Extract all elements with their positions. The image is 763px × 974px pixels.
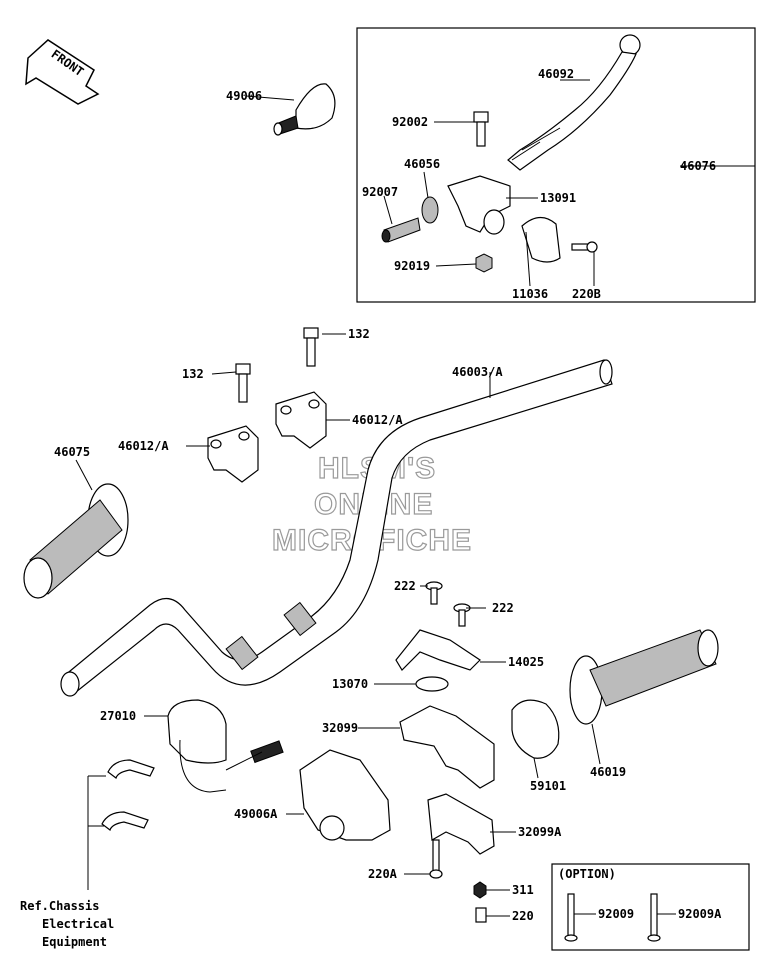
label-32099A: 32099A: [518, 825, 562, 839]
part-92002-bolt: [473, 111, 489, 147]
part-46003A-handlebar: [60, 359, 613, 697]
cable-ties: [87, 759, 155, 890]
label-59101: 59101: [530, 779, 566, 793]
label-222-right: 222: [492, 601, 514, 615]
part-46019-grip: [569, 629, 719, 725]
ref-note-line-1: Ref.Chassis: [20, 899, 99, 913]
label-46012A-right: 46012/A: [352, 413, 403, 427]
label-220: 220: [512, 909, 534, 923]
ref-note-line-3: Equipment: [42, 935, 107, 949]
part-132-left-bolt: [235, 363, 251, 403]
part-49006A-housing: [299, 749, 391, 841]
part-32099A-housing: [427, 793, 495, 855]
label-49006: 49006: [226, 89, 262, 103]
part-11036-clamp: [521, 216, 561, 263]
label-92002: 92002: [392, 115, 428, 129]
label-13091: 13091: [540, 191, 576, 205]
part-46056-wheel: [421, 196, 439, 224]
part-222-left-screw: [425, 581, 443, 605]
part-46092-lever: [507, 34, 641, 171]
label-27010: 27010: [100, 709, 136, 723]
part-92019-nut: [475, 253, 493, 273]
label-46012A-left: 46012/A: [118, 439, 169, 453]
label-11036: 11036: [512, 287, 548, 301]
part-132-right-bolt: [303, 327, 319, 367]
label-46019: 46019: [590, 765, 626, 779]
ref-note-line-2: Electrical: [42, 917, 114, 931]
lever-assembly-box: [356, 27, 756, 303]
front-arrow-icon: FRONT: [25, 39, 100, 105]
part-92009A-bolt: [647, 893, 661, 942]
label-92009: 92009: [598, 907, 634, 921]
label-46003A: 46003/A: [452, 365, 503, 379]
leader-lines: [75, 79, 755, 917]
part-14025-plate: [395, 629, 481, 671]
part-220B-screw: [571, 241, 598, 253]
label-46092: 46092: [538, 67, 574, 81]
label-46076: 46076: [680, 159, 716, 173]
part-92007-bolt: [381, 217, 421, 243]
label-220B: 220B: [572, 287, 601, 301]
label-46056: 46056: [404, 157, 440, 171]
part-49006-shape: [273, 83, 336, 136]
label-92019: 92019: [394, 259, 430, 273]
label-311: 311: [512, 883, 534, 897]
part-13070-clip: [415, 676, 449, 692]
part-46012A-right-clamp: [275, 391, 327, 449]
label-14025: 14025: [508, 655, 544, 669]
part-220A-bolt: [429, 839, 443, 879]
part-13091-bracket: [447, 175, 511, 235]
label-92009A: 92009A: [678, 907, 722, 921]
part-32099-housing: [399, 705, 495, 789]
part-59101-pulley: [511, 699, 560, 759]
label-32099: 32099: [322, 721, 358, 735]
part-220-screw: [475, 907, 487, 923]
label-222-left: 222: [394, 579, 416, 593]
label-132-left: 132: [182, 367, 204, 381]
part-92009-bolt: [564, 893, 578, 942]
label-132-top: 132: [348, 327, 370, 341]
label-92007: 92007: [362, 185, 398, 199]
label-13070: 13070: [332, 677, 368, 691]
label-49006A: 49006A: [234, 807, 278, 821]
part-46075-grip: [23, 483, 129, 599]
label-220A: 220A: [368, 867, 398, 881]
part-27010-switch: [167, 699, 284, 793]
label-46075: 46075: [54, 445, 90, 459]
part-46012A-left-clamp: [207, 425, 259, 483]
part-311-nut: [473, 881, 487, 899]
option-box: [551, 863, 750, 951]
part-222-right-screw: [453, 603, 471, 627]
option-title: (OPTION): [558, 867, 616, 881]
